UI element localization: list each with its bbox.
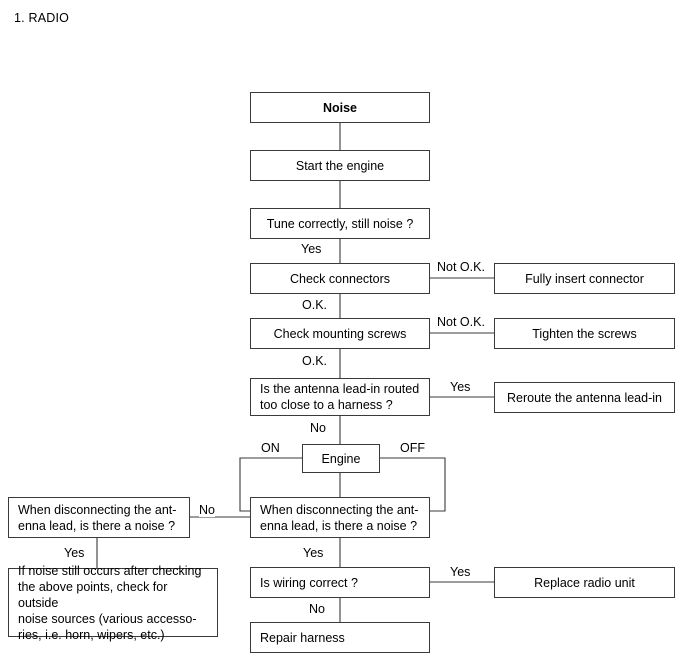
node-label: Fully insert connector [525,271,644,286]
node-tune-correctly: Tune correctly, still noise ? [250,208,430,239]
node-check-mounting-screws: Check mounting screws [250,318,430,349]
edge-label-yes-tune: Yes [301,242,322,256]
edge-label-yes-disconnect-right: Yes [303,546,324,560]
edge-label-not-ok-screws: Not O.K. [437,315,485,329]
edge-label-ok-screws: O.K. [302,354,328,368]
node-label: Repair harness [260,630,345,645]
node-disconnect-antenna-right: When disconnecting the ant-enna lead, is… [250,497,430,538]
node-engine: Engine [302,444,380,473]
page-title: 1. RADIO [14,11,70,25]
edge-label-no-disconnect: No [199,503,215,517]
node-repair-harness: Repair harness [250,622,430,653]
node-label: Replace radio unit [534,575,635,590]
node-label: Tune correctly, still noise ? [266,216,414,231]
node-label: Engine [321,451,361,466]
node-is-wiring-correct: Is wiring correct ? [250,567,430,598]
node-reroute-antenna-lead-in: Reroute the antenna lead-in [494,382,675,413]
node-label: Check connectors [289,271,391,286]
node-label: Check mounting screws [273,326,407,341]
edge-label-not-ok-connectors: Not O.K. [437,260,485,274]
node-disconnect-antenna-left: When disconnecting the ant-enna lead, is… [8,497,190,538]
node-label: Is wiring correct ? [260,575,358,590]
node-label: Reroute the antenna lead-in [507,390,662,405]
node-replace-radio-unit: Replace radio unit [494,567,675,598]
node-label: When disconnecting the ant-enna lead, is… [18,502,177,533]
edge-label-no-antenna: No [310,421,326,435]
edge-label-engine-on: ON [261,441,280,455]
node-fully-insert-connector: Fully insert connector [494,263,675,294]
edge-label-yes-disconnect-left: Yes [64,546,85,560]
node-noise: Noise [250,92,430,123]
edge-label-ok-connectors: O.K. [302,298,328,312]
node-tighten-the-screws: Tighten the screws [494,318,675,349]
edge-label-yes-wiring: Yes [450,565,471,579]
node-start-the-engine: Start the engine [250,150,430,181]
node-check-connectors: Check connectors [250,263,430,294]
edge-label-yes-antenna: Yes [450,380,471,394]
node-label: Start the engine [295,158,385,173]
node-label: Tighten the screws [532,326,637,341]
edge-label-engine-off: OFF [400,441,425,455]
node-label: When disconnecting the ant-enna lead, is… [260,502,419,533]
node-label: Noise [322,100,358,115]
edge-label-no-wiring: No [309,602,325,616]
